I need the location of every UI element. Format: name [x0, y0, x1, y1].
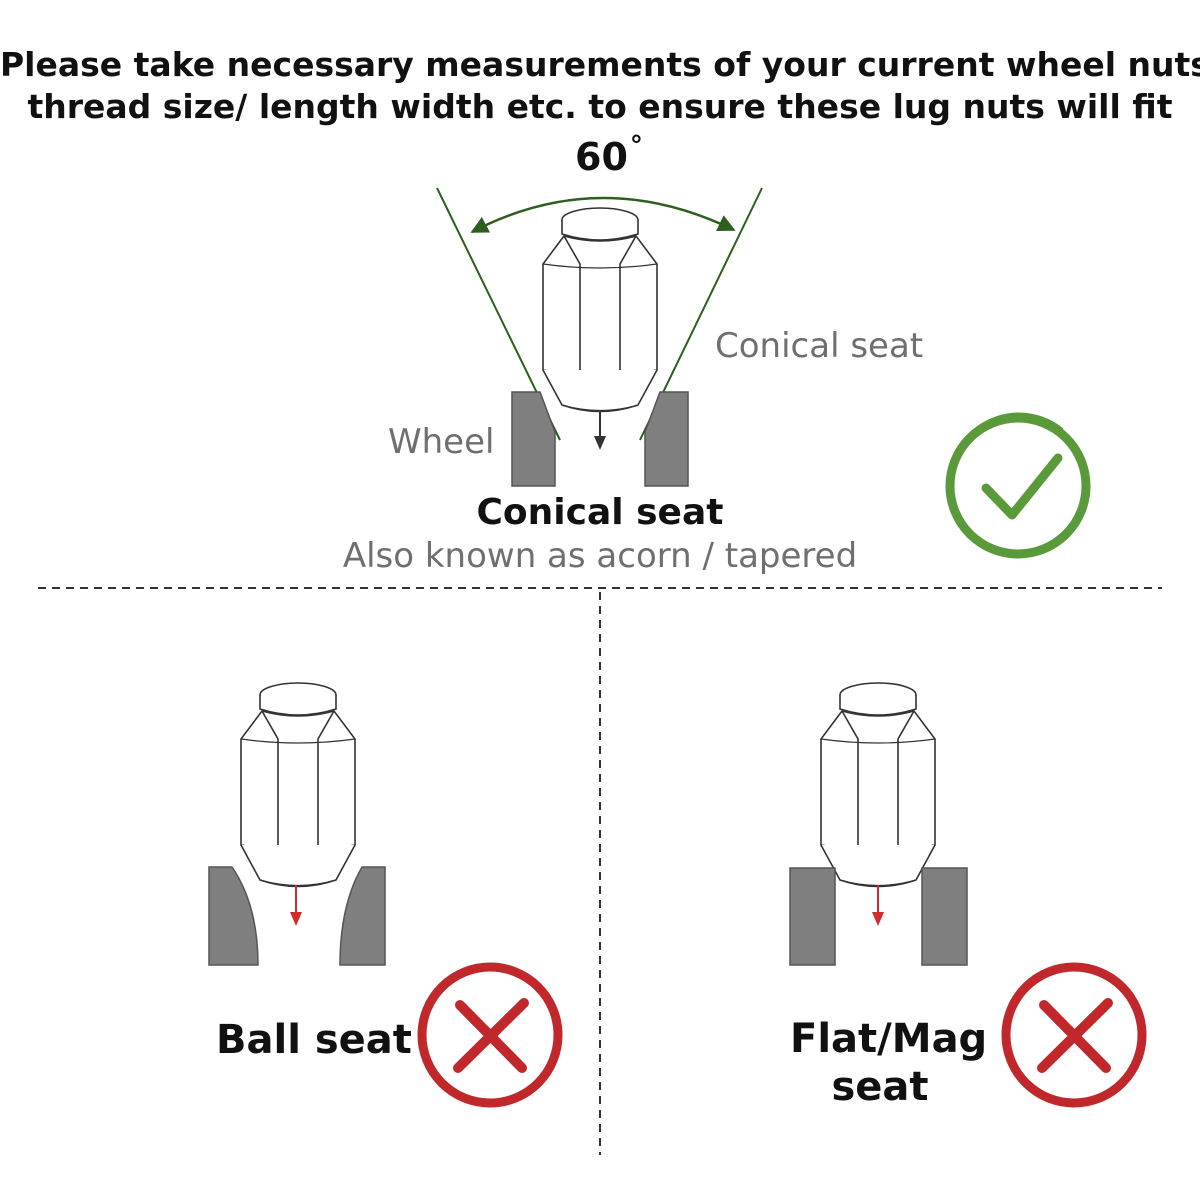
conical-seat-side-label: Conical seat: [715, 326, 924, 366]
wheel-label: Wheel: [388, 422, 495, 462]
angle-value: 60: [575, 135, 628, 179]
wheel-seat-right-conical: [644, 391, 689, 487]
angle-arc-arrow: [470, 196, 736, 234]
lug-nut-conical: [542, 207, 658, 413]
wheel-seat-left-flat: [789, 867, 836, 966]
lug-nut-ball: [240, 682, 356, 888]
angle-label: 60°: [575, 131, 643, 179]
lug-nut-flat: [820, 682, 936, 888]
instruction-line-1: Please take necessary measurements of yo…: [0, 45, 1200, 84]
ball-seat-panel: [208, 682, 563, 1108]
instruction-heading: Please take necessary measurements of yo…: [0, 44, 1200, 128]
wheel-seat-right-ball: [339, 866, 386, 966]
cross-icon: [417, 962, 563, 1108]
wheel-seat-left-conical: [511, 391, 556, 487]
instruction-line-2: thread size/ length width etc. to ensure…: [27, 87, 1173, 126]
flat-seat-title: Flat/Mag seat: [790, 1015, 988, 1111]
flat-seat-title-line-2: seat: [831, 1064, 929, 1110]
ball-seat-title: Ball seat: [216, 1017, 412, 1063]
flat-seat-panel: [789, 682, 1147, 1108]
wheel-seat-right-flat: [921, 867, 968, 966]
wheel-seat-left-ball: [208, 866, 259, 966]
degree-symbol: °: [629, 131, 643, 161]
flat-seat-title-line-1: Flat/Mag: [790, 1016, 988, 1062]
check-icon: [945, 412, 1091, 559]
cross-icon: [1001, 962, 1147, 1108]
conical-seat-panel: [436, 187, 1091, 559]
conical-seat-title: Conical seat: [476, 492, 724, 533]
conical-seat-subtitle: Also known as acorn / tapered: [342, 536, 858, 576]
